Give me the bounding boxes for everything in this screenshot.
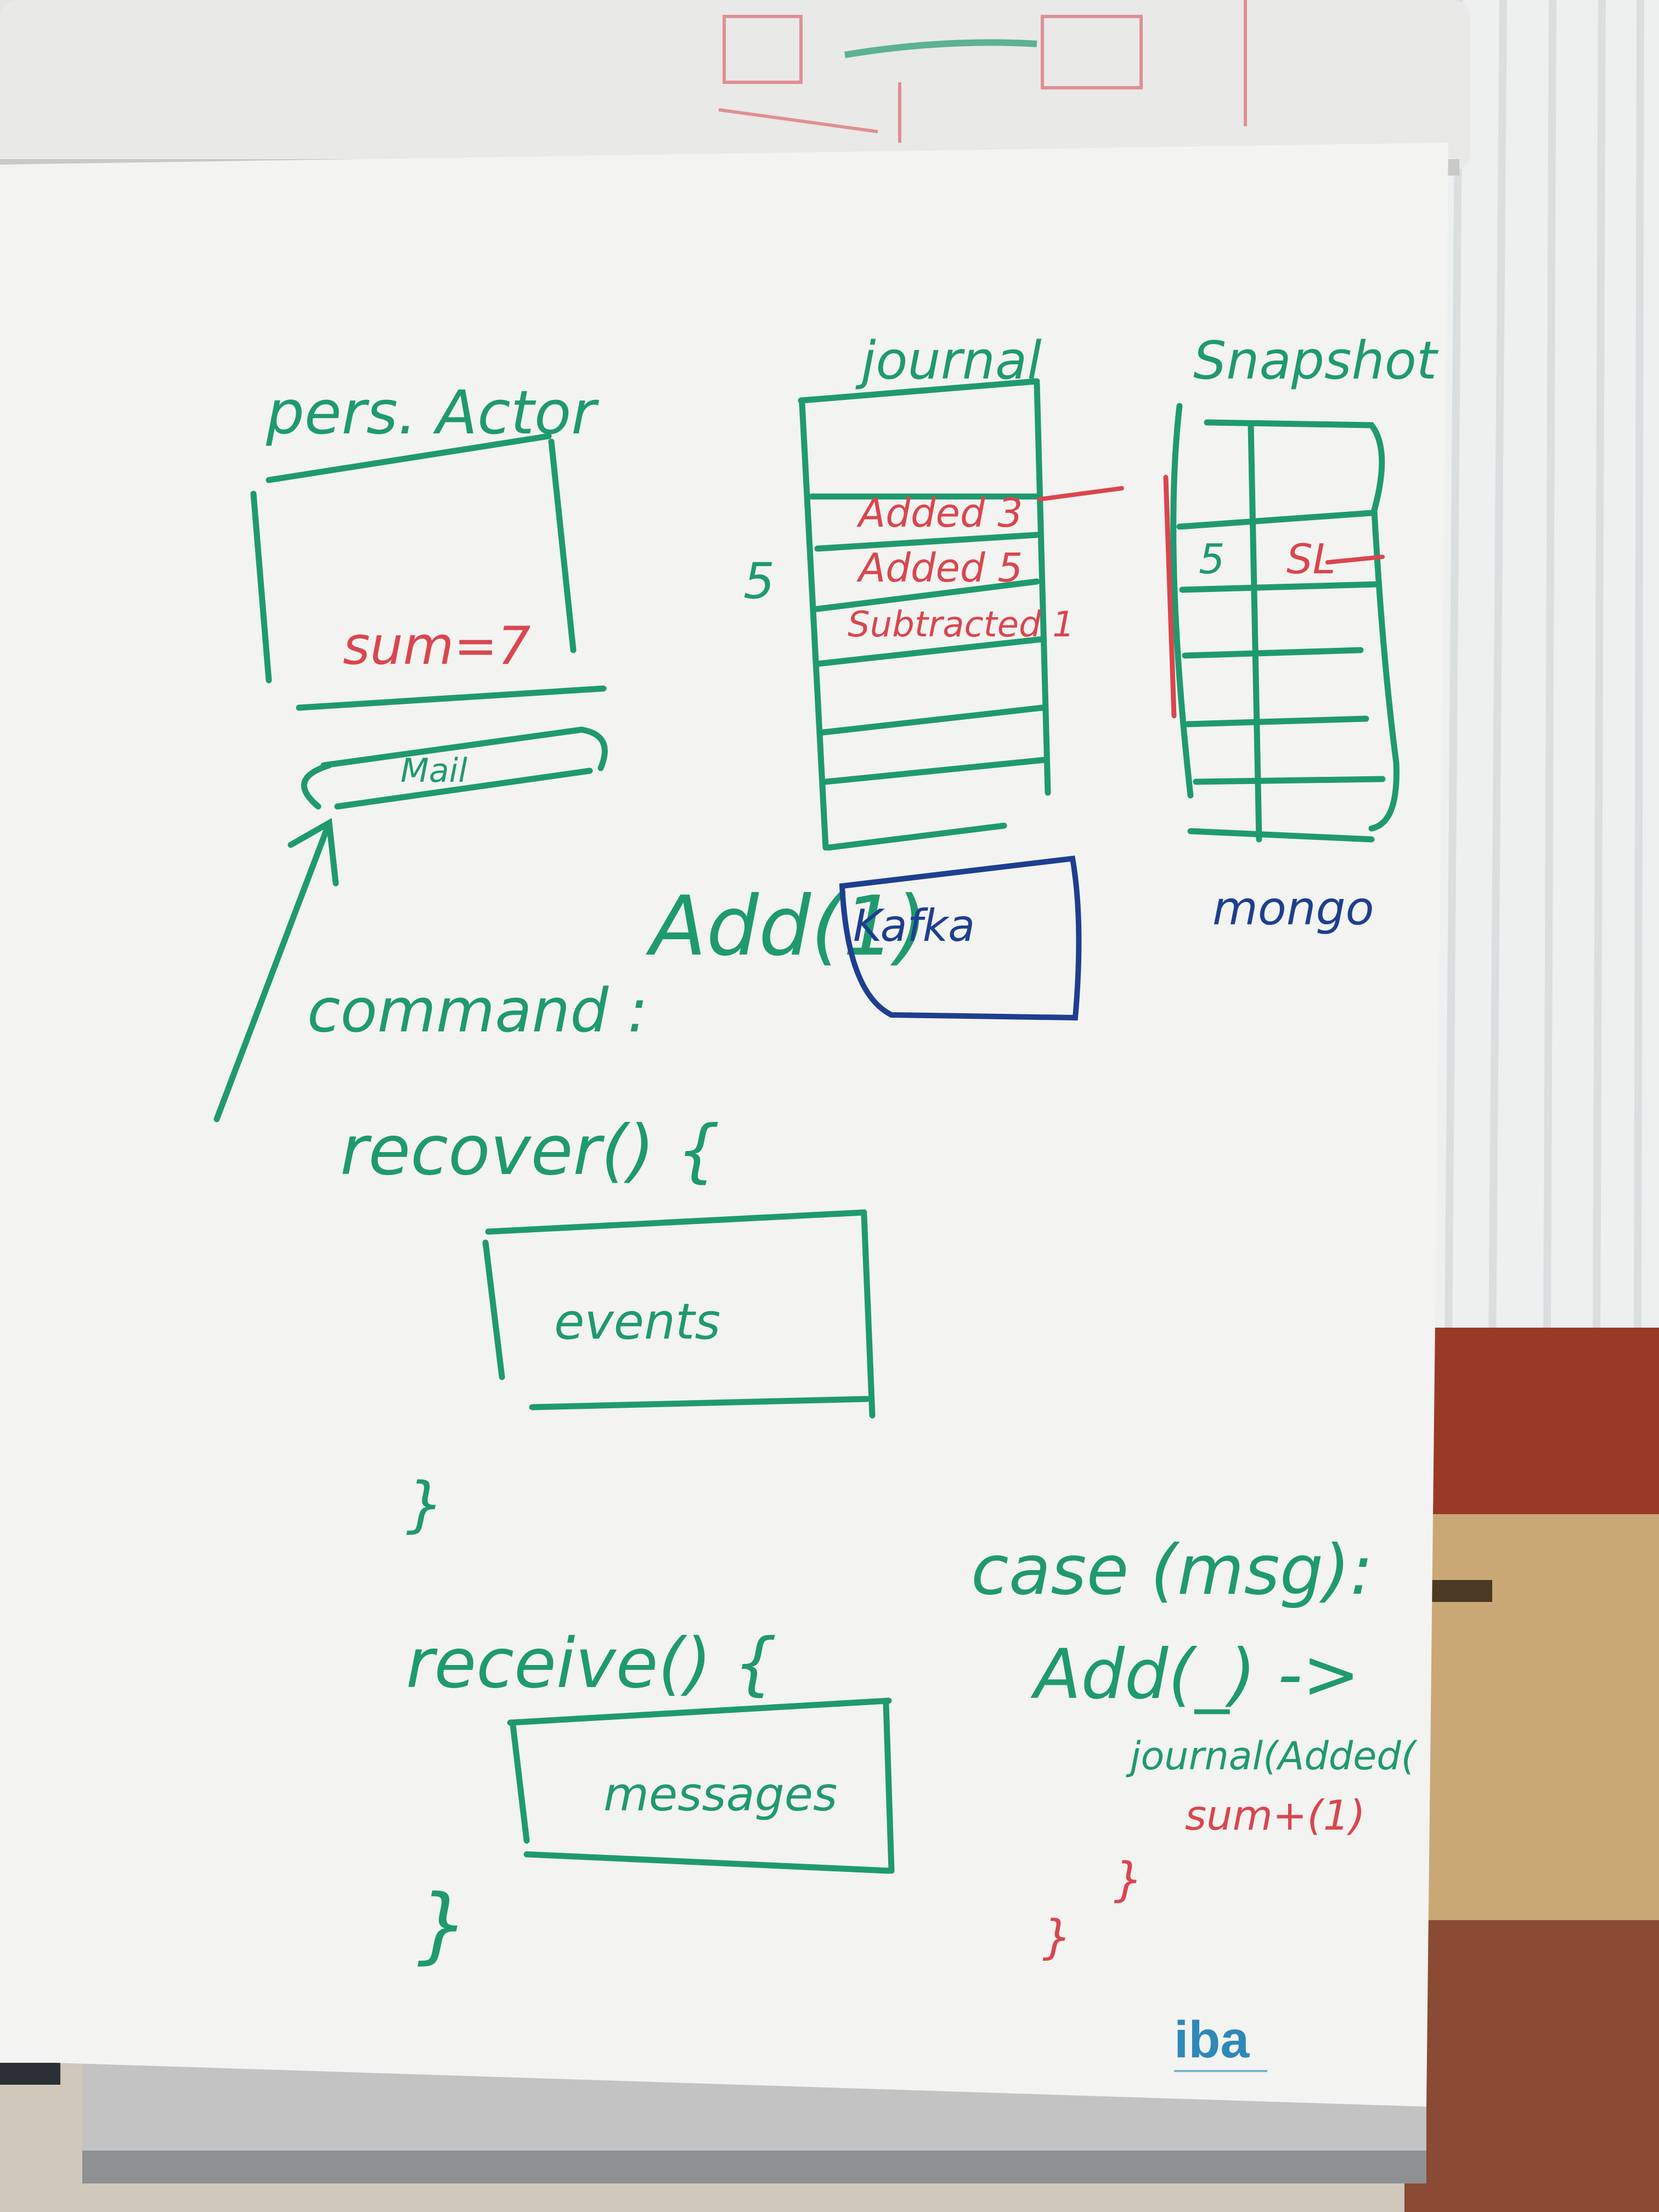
flipchart-tray-edge [82, 2151, 1426, 2183]
window-curtain [1426, 0, 1659, 1372]
previous-page-sketch [718, 0, 1247, 143]
journal-entries: Added 3 Added 5 Subtracted 1 [848, 490, 1075, 645]
snapshot-table [1170, 403, 1400, 843]
actor-mailbox-label: Mail [400, 752, 467, 790]
snapshot-title: Snapshot [1193, 331, 1439, 391]
case-close-outer: } [1042, 1910, 1072, 1965]
receive-messages-box [507, 1697, 895, 1874]
journal-entry: Added 5 [856, 545, 1023, 591]
flipchart-sheet [0, 143, 1448, 2107]
actor-state: sum=7 [343, 616, 531, 676]
curtain-folds [1444, 0, 1644, 1345]
command-value: Add(1) [646, 879, 928, 974]
case-pattern: Add(_) -> [1030, 1635, 1360, 1714]
snapshot-cell: SL [1286, 535, 1335, 583]
recover-open: recover() { [340, 1111, 720, 1190]
snapshot-red-tick [1325, 555, 1385, 565]
case-head: case (msg): [971, 1531, 1373, 1610]
case-close-inner: } [1114, 1853, 1143, 1907]
case-journal-call: journal(Added( [1126, 1734, 1418, 1779]
actor-title: pers. Actor [266, 377, 599, 448]
case-sum-call: sum+(1) [1185, 1791, 1365, 1839]
receive-inner: messages [603, 1768, 837, 1822]
kafka-storage-label: Kafka [853, 900, 975, 951]
journal-entry: Added 3 [856, 490, 1023, 536]
journal-pointer-line [1037, 486, 1124, 501]
snapshot-pointer-line [1163, 475, 1177, 719]
flipchart-top-roll [0, 0, 1470, 170]
box-handle [1426, 1580, 1492, 1602]
snapshot-cell: 5 [1199, 535, 1225, 583]
recover-close: } [406, 1469, 444, 1539]
receive-close: } [417, 1877, 469, 1973]
journal-entry: Subtracted 1 [848, 605, 1075, 645]
journal-side-label: 5 [743, 552, 775, 610]
command-label: command : [307, 975, 648, 1046]
iba-logo: iba [1174, 2011, 1250, 2069]
floor-tiles [1404, 1920, 1659, 2212]
actor-diagram [213, 433, 608, 1122]
journal-table [798, 378, 1051, 851]
snapshot-storage-label: mongo [1212, 882, 1374, 936]
previous-page-arrow [844, 39, 1037, 58]
recover-events-box [482, 1209, 876, 1419]
kafka-storage-box [839, 855, 1082, 1021]
recover-inner: events [554, 1293, 720, 1351]
receive-open: receive() { [406, 1624, 777, 1703]
